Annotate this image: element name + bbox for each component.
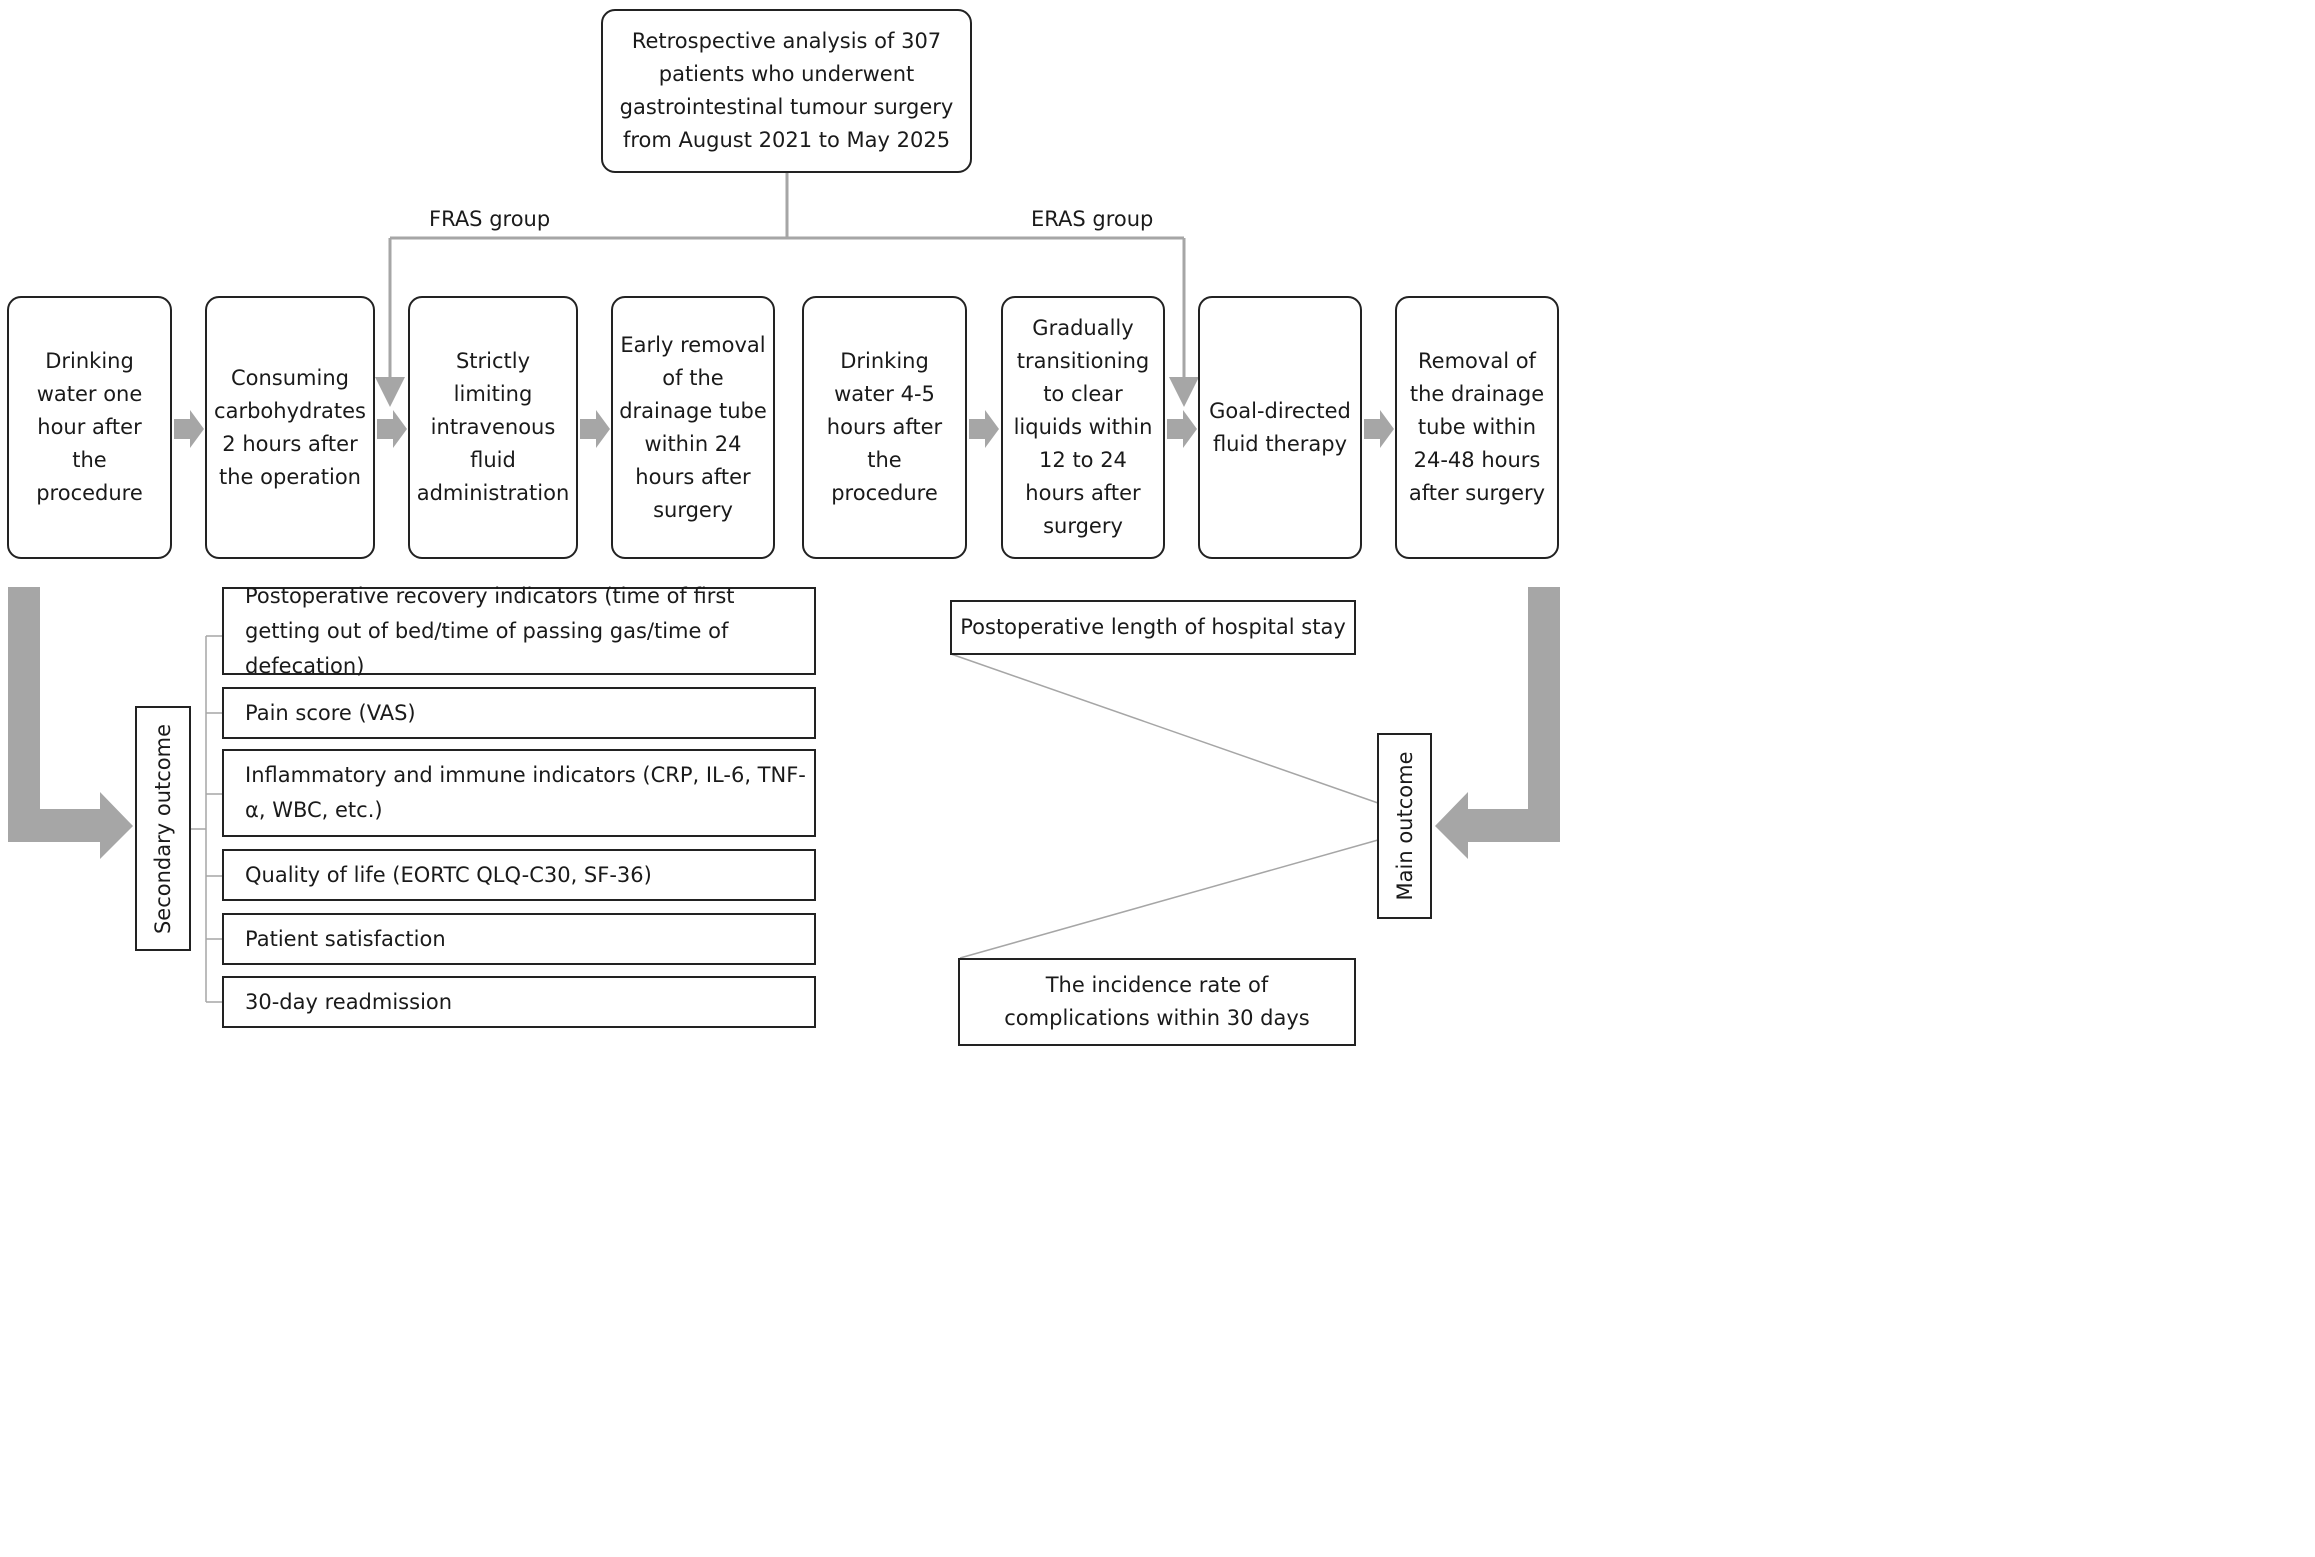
secondary-item-text-1: Postoperative recovery indicators (time … xyxy=(245,583,735,678)
eras-group-label: ERAS group xyxy=(1031,207,1154,231)
step-arrow-1 xyxy=(174,410,204,448)
step-text-2: Consuming carbohydrates 2 hours after th… xyxy=(214,365,366,489)
secondary-item-5: Patient satisfaction xyxy=(222,913,816,965)
step-arrow-6 xyxy=(1364,410,1394,448)
secondary-item-text-3: Inflammatory and immune indicators (CRP,… xyxy=(245,763,806,822)
step-box-5: Drinking water 4-5 hours after the proce… xyxy=(802,296,967,559)
step-arrows xyxy=(174,410,1394,448)
study-population-box: Retrospective analysis of 307 patients w… xyxy=(601,9,972,173)
secondary-item-3: Inflammatory and immune indicators (CRP,… xyxy=(222,749,816,837)
step-box-1: Drinking water one hour after the proced… xyxy=(7,296,172,559)
step-box-4: Early removal of the drainage tube withi… xyxy=(611,296,775,559)
step-text-4: Early removal of the drainage tube withi… xyxy=(619,332,767,522)
secondary-outcome-label-box: Secondary outcome xyxy=(135,706,191,951)
step-box-3: Strictly limiting intravenous fluid admi… xyxy=(408,296,578,559)
main-item-text-2: The incidence rate of complications with… xyxy=(1004,973,1310,1030)
secondary-outcome-label: Secondary outcome xyxy=(151,723,175,934)
step-box-7: Goal-directed fluid therapy xyxy=(1198,296,1362,559)
step-box-8: Removal of the drainage tube within 24-4… xyxy=(1395,296,1559,559)
main-item-2: The incidence rate of complications with… xyxy=(958,958,1356,1046)
secondary-item-text-6: 30-day readmission xyxy=(245,989,453,1014)
fras-outcome-arrow xyxy=(8,587,133,859)
secondary-item-text-4: Quality of life (EORTC QLQ-C30, SF-36) xyxy=(245,862,652,887)
step-arrow-5 xyxy=(1167,410,1197,448)
secondary-item-text-2: Pain score (VAS) xyxy=(245,700,416,725)
step-text-8: Removal of the drainage tube within 24-4… xyxy=(1408,349,1546,505)
step-box-6: Gradually transitioning to clear liquids… xyxy=(1001,296,1165,559)
step-text-6: Gradually transitioning to clear liquids… xyxy=(1013,316,1153,538)
main-connectors xyxy=(950,653,1379,959)
step-text-5: Drinking water 4-5 hours after the proce… xyxy=(826,349,943,505)
eras-outcome-arrow xyxy=(1435,587,1560,859)
secondary-bracket xyxy=(190,635,222,1003)
secondary-item-2: Pain score (VAS) xyxy=(222,687,816,739)
main-item-text-1: Postoperative length of hospital stay xyxy=(960,615,1346,639)
step-arrow-2 xyxy=(377,410,407,448)
step-arrow-4 xyxy=(969,410,999,448)
main-outcome-label: Main outcome xyxy=(1392,751,1417,901)
main-item-1: Postoperative length of hospital stay xyxy=(950,600,1356,655)
connector-layer xyxy=(8,172,1560,1003)
secondary-item-1: Postoperative recovery indicators (time … xyxy=(222,584,816,678)
step-text-3: Strictly limiting intravenous fluid admi… xyxy=(416,349,570,505)
fras-group-label: FRAS group xyxy=(429,207,551,231)
step-text-7: Goal-directed fluid therapy xyxy=(1209,398,1351,456)
step-arrow-3 xyxy=(580,410,610,448)
step-box-2: Consuming carbohydrates 2 hours after th… xyxy=(205,296,375,559)
secondary-item-text-5: Patient satisfaction xyxy=(245,926,446,951)
secondary-item-6: 30-day readmission xyxy=(222,976,816,1028)
main-outcome-label-box: Main outcome xyxy=(1377,733,1432,919)
study-population-text: Retrospective analysis of 307 patients w… xyxy=(619,29,954,152)
step-text-1: Drinking water one hour after the proced… xyxy=(36,349,143,505)
secondary-item-4: Quality of life (EORTC QLQ-C30, SF-36) xyxy=(222,849,816,901)
